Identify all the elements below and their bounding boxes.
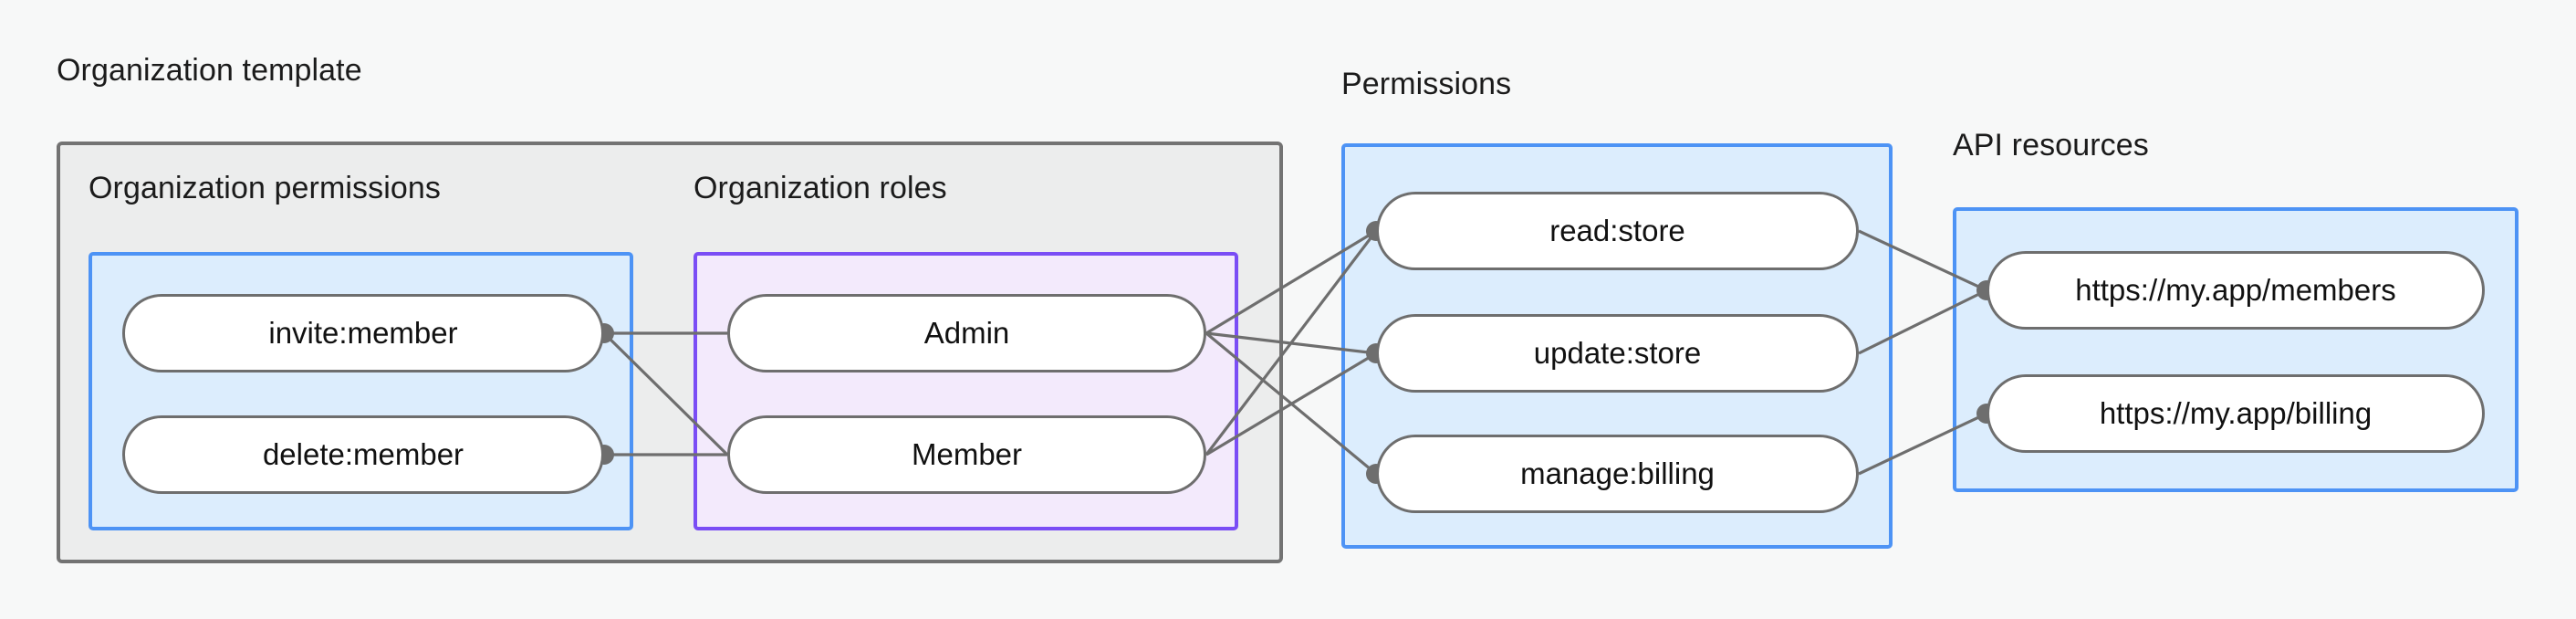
- node-invite-member[interactable]: invite:member: [122, 294, 604, 372]
- node-read-store[interactable]: read:store: [1376, 192, 1859, 270]
- node-delete-member[interactable]: delete:member: [122, 415, 604, 494]
- org-roles-subtitle: Organization roles: [694, 171, 947, 205]
- api-resources-title: API resources: [1953, 128, 2149, 163]
- node-billing-resource[interactable]: https://my.app/billing: [1987, 374, 2485, 453]
- node-update-store[interactable]: update:store: [1376, 314, 1859, 393]
- org-permissions-subtitle: Organization permissions: [89, 171, 442, 205]
- node-manage-billing[interactable]: manage:billing: [1376, 435, 1859, 513]
- node-members-resource[interactable]: https://my.app/members: [1987, 251, 2485, 330]
- org-template-title: Organization template: [57, 53, 362, 88]
- permissions-title: Permissions: [1341, 67, 1512, 101]
- node-member[interactable]: Member: [727, 415, 1206, 494]
- node-admin[interactable]: Admin: [727, 294, 1206, 372]
